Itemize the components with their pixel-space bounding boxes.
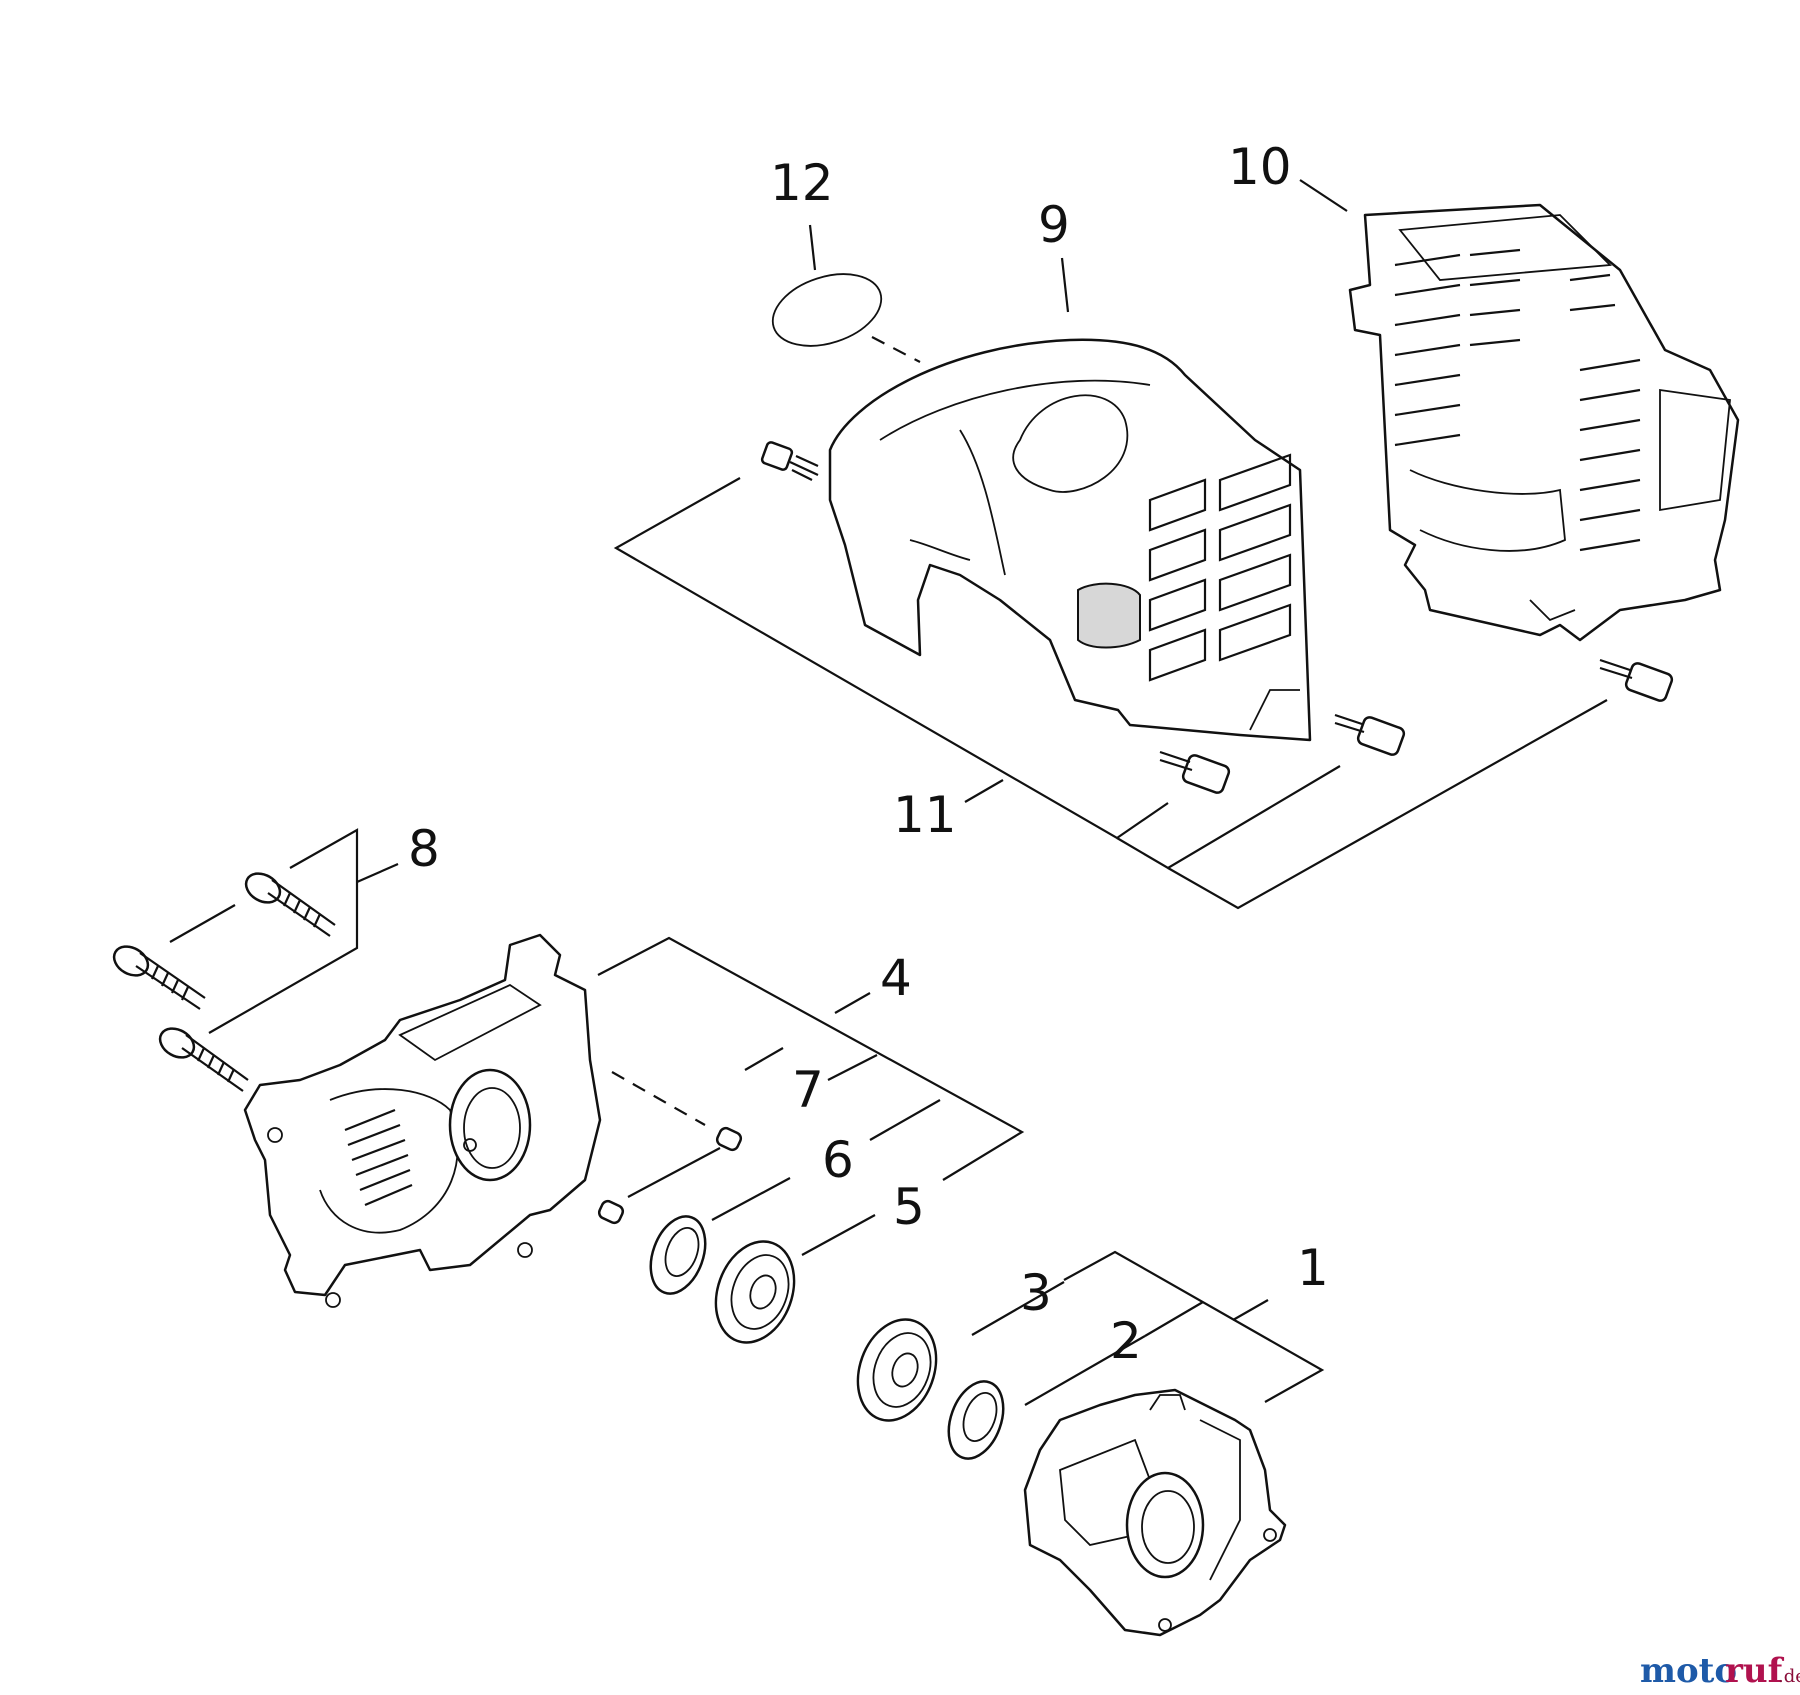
dashed-line-12 (871, 336, 921, 363)
part-11-screw-a (760, 441, 819, 481)
part-7-pin-b (597, 1199, 625, 1225)
part-8-bolt-b (112, 945, 206, 1010)
leader-7 (744, 1047, 784, 1071)
callout-7: 7 (792, 1061, 824, 1119)
part-3-bearing (856, 1318, 938, 1422)
leader-11 (613, 477, 1608, 910)
watermark-logo: moto ruf .de (1640, 1651, 1800, 1691)
part-9-cylinder-cover (828, 338, 1312, 742)
leader-1 (1024, 1250, 1325, 1406)
watermark-text-a: moto (1640, 1651, 1737, 1691)
part-8-bolt-c (158, 1027, 249, 1092)
watermark-text-b: ruf (1725, 1651, 1785, 1691)
part-2-oil-seal (947, 1380, 1005, 1460)
callout-10: 10 (1228, 138, 1292, 196)
part-7-pin-a (715, 1126, 743, 1152)
leader-6-pin (627, 1147, 721, 1198)
callout-1: 1 (1297, 1239, 1329, 1297)
callout-2: 2 (1110, 1312, 1142, 1370)
watermark-suffix: .de (1778, 1666, 1800, 1687)
part-5-bearing (714, 1240, 796, 1344)
callout-9: 9 (1038, 196, 1070, 254)
callout-8: 8 (408, 820, 440, 878)
crankcase-half-right (1023, 1388, 1287, 1637)
part-8-bolt-a (244, 872, 336, 937)
leader-9 (1060, 257, 1070, 313)
callout-5: 5 (893, 1178, 925, 1236)
part-11-screw-c (1334, 713, 1406, 756)
callout-11: 11 (893, 786, 957, 844)
crankcase-half-left (243, 933, 602, 1308)
leader-12 (808, 224, 817, 271)
dashed-line-7 (611, 1071, 706, 1126)
leader-4-label (834, 992, 871, 1014)
leader-8 (169, 828, 399, 1034)
callout-12: 12 (770, 154, 834, 212)
leader-3 (971, 1281, 1065, 1336)
callout-6: 6 (822, 1131, 854, 1189)
part-11-screw-b (1159, 750, 1231, 794)
leader-10 (1299, 179, 1348, 212)
leader-6 (711, 1177, 791, 1221)
leader-4 (597, 936, 1025, 1181)
callout-4: 4 (880, 949, 912, 1007)
leader-5 (801, 1214, 876, 1256)
part-10-muffler-cover (1348, 203, 1740, 642)
part-6-oil-seal (649, 1215, 707, 1295)
part-11-screw-d (1599, 658, 1674, 702)
part-12-seal-ring (771, 273, 883, 347)
callout-3: 3 (1020, 1264, 1052, 1322)
